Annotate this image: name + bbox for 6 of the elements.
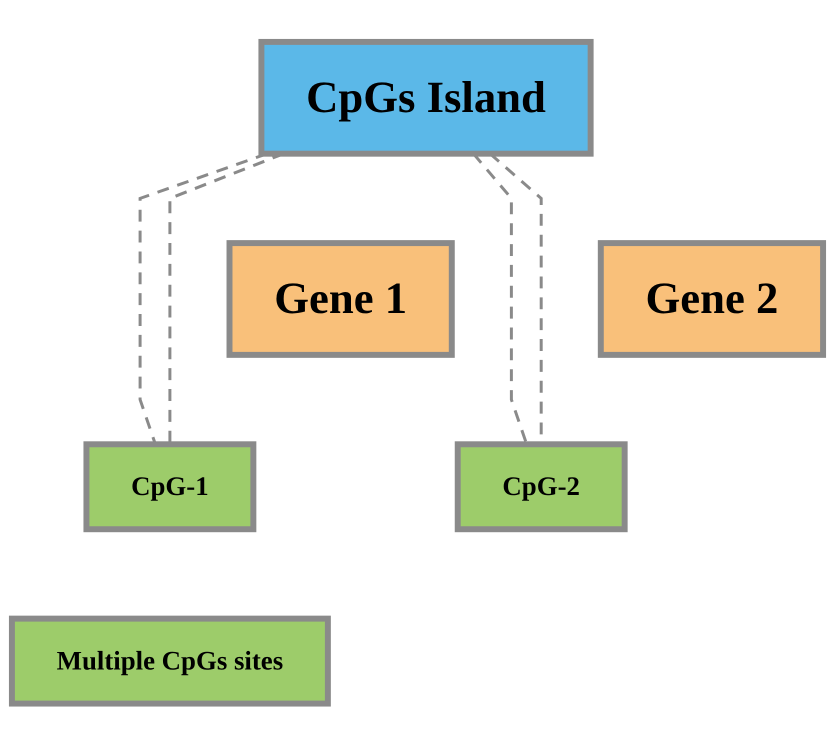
region-box: CpGs Island: [258, 38, 594, 156]
site-box: CpG-1: [83, 441, 256, 532]
site-box: CpG-2: [454, 441, 628, 532]
region-box: Gene 2: [598, 240, 826, 358]
site-box: Multiple CpGs sites: [8, 615, 331, 706]
region-box: Gene 1: [226, 240, 455, 358]
